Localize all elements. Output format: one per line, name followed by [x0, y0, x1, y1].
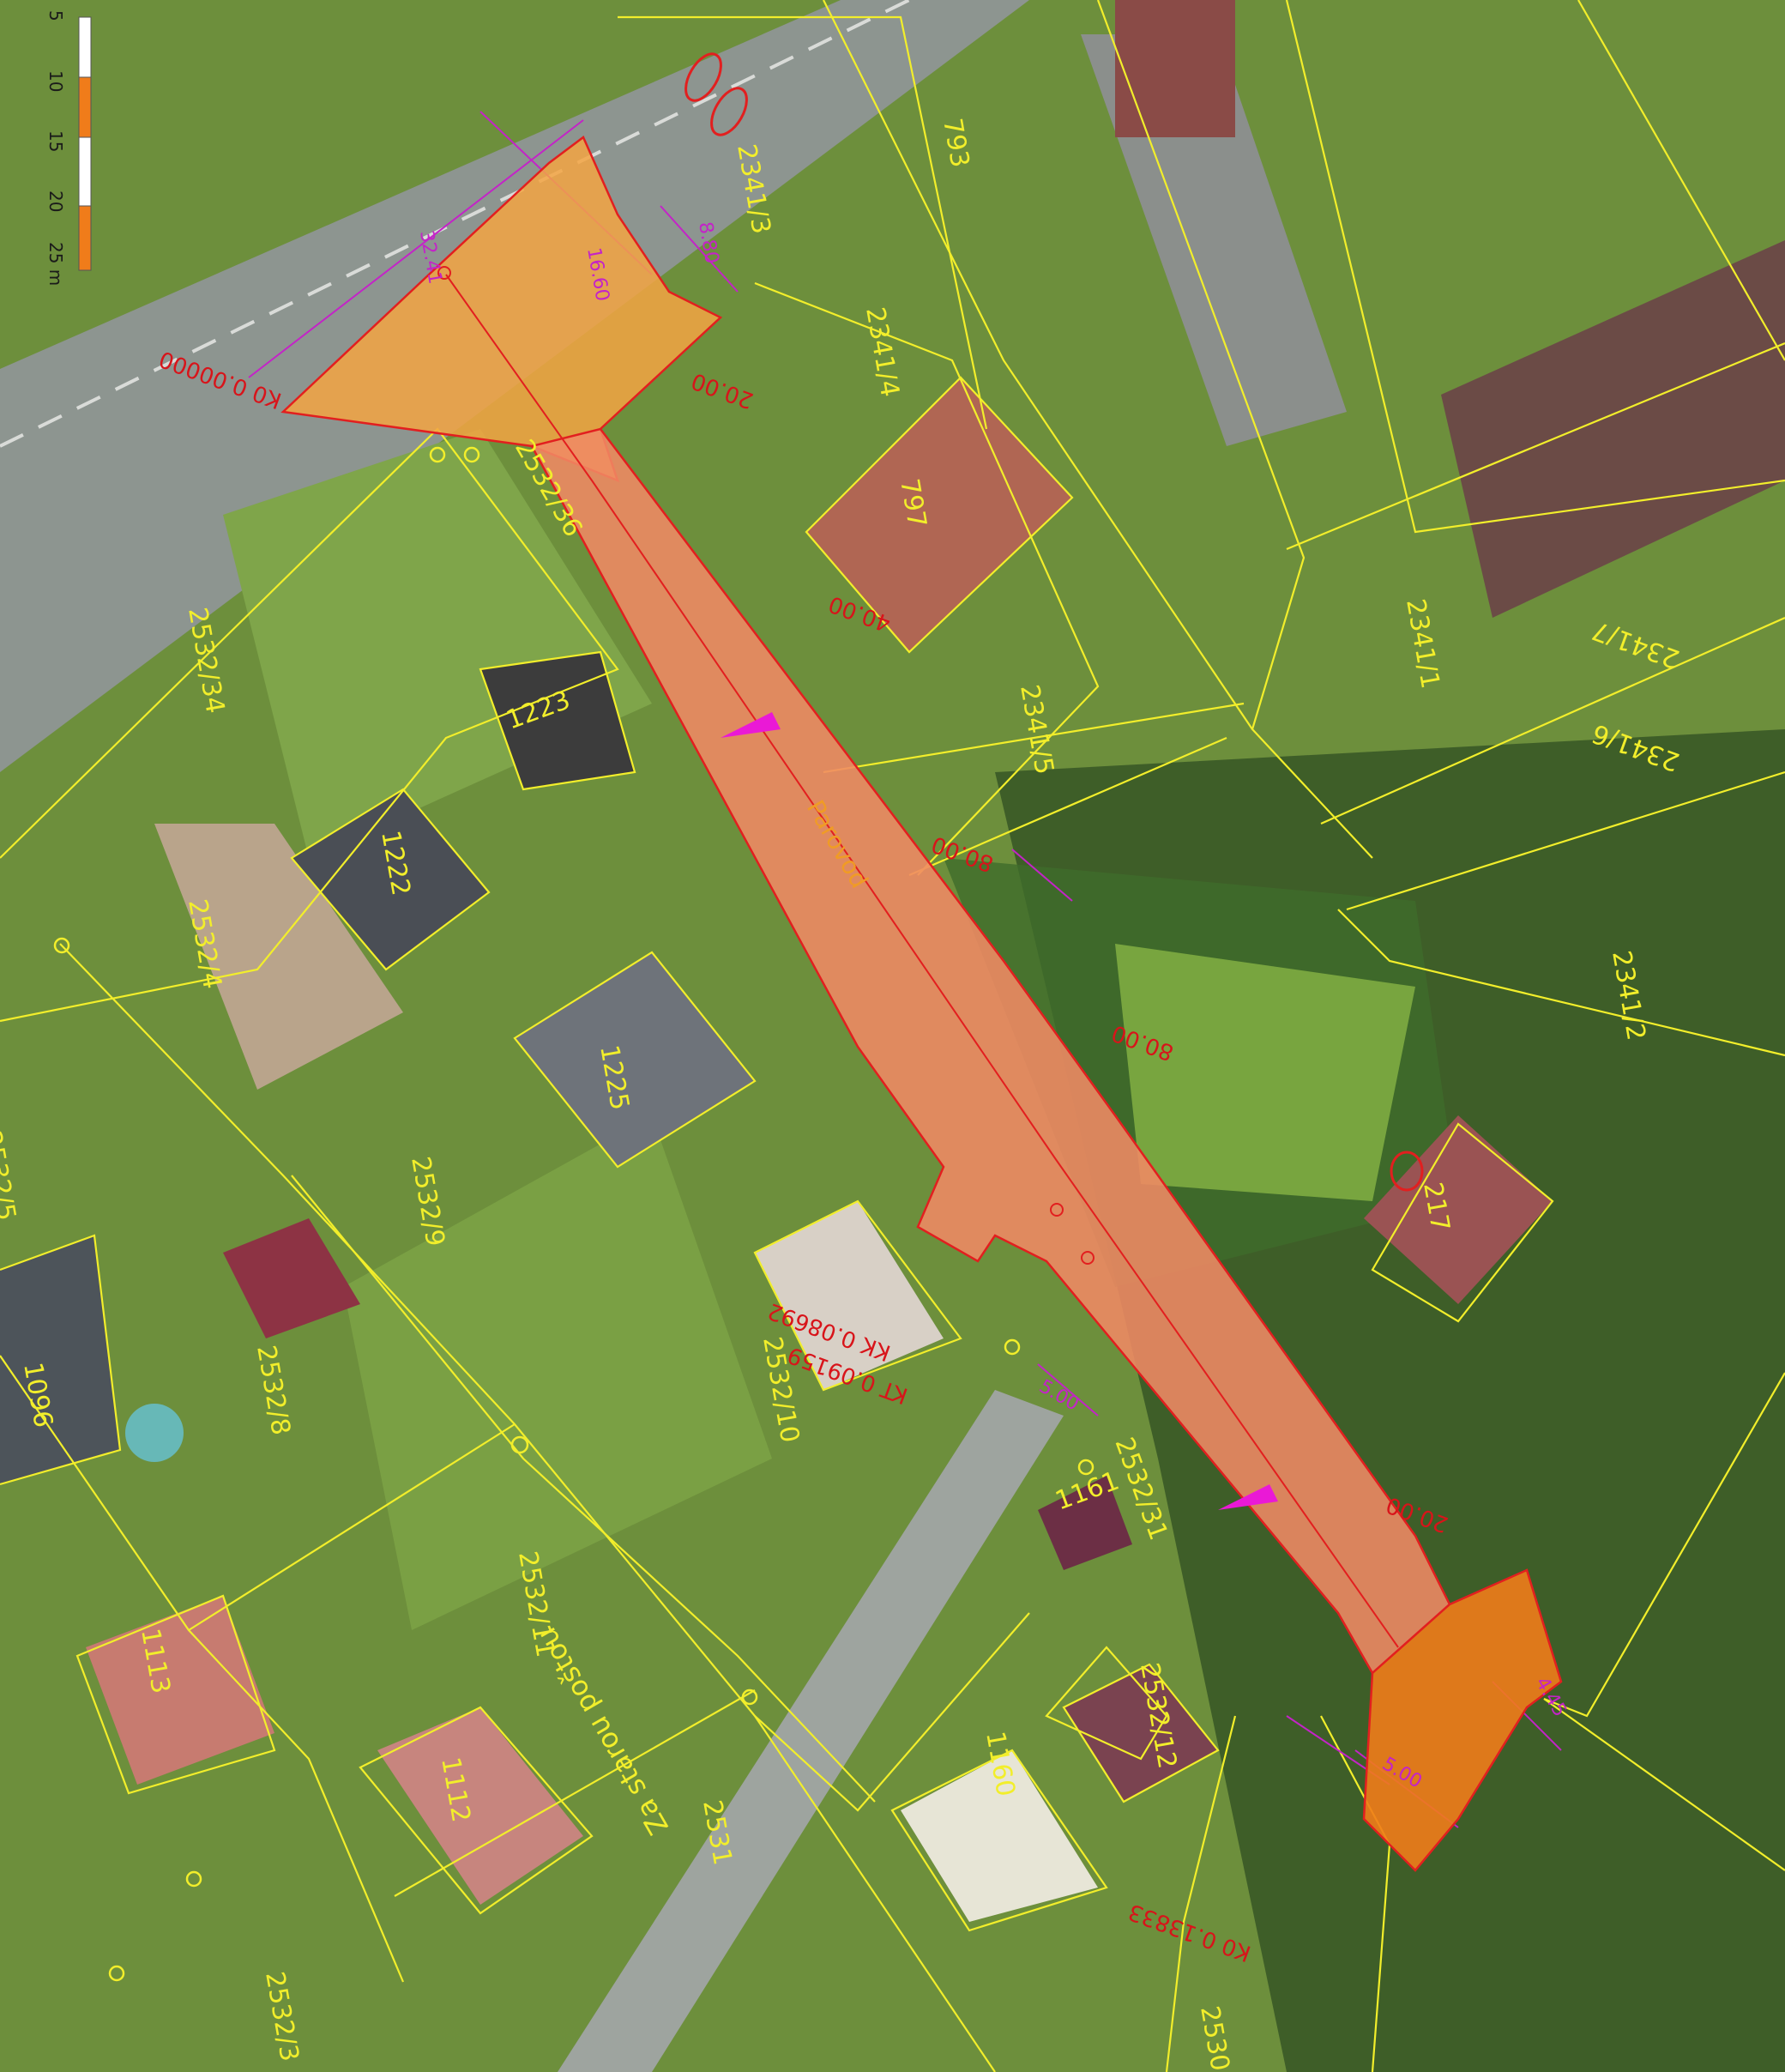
scale-tick-4: 20 — [45, 190, 66, 212]
survey-markers — [53, 446, 1095, 1982]
scale-bar: 5 10 15 20 25 m — [45, 10, 92, 286]
road-centerline — [445, 274, 1399, 1648]
scale-segment-1 — [78, 16, 92, 78]
gradient-marker-2 — [1218, 1484, 1278, 1510]
scale-tick-2: 10 — [45, 70, 66, 92]
scale-tick-1: 5 — [45, 10, 66, 21]
road-corridor — [280, 136, 1563, 1872]
profile-node-1 — [1050, 1203, 1064, 1217]
scale-segment-4 — [78, 205, 92, 271]
gradient-marker-1 — [721, 712, 781, 738]
scale-segment-2 — [78, 76, 92, 138]
scale-segment-3 — [78, 136, 92, 207]
junction-south — [1362, 1568, 1563, 1872]
profile-node-2 — [1081, 1251, 1095, 1265]
road-main — [530, 427, 1451, 1675]
scale-tick-5: 25 m — [45, 242, 66, 286]
scale-tick-3: 15 — [45, 130, 66, 152]
profile-node-3 — [437, 266, 451, 280]
highlight-ellipses — [684, 52, 1424, 1192]
